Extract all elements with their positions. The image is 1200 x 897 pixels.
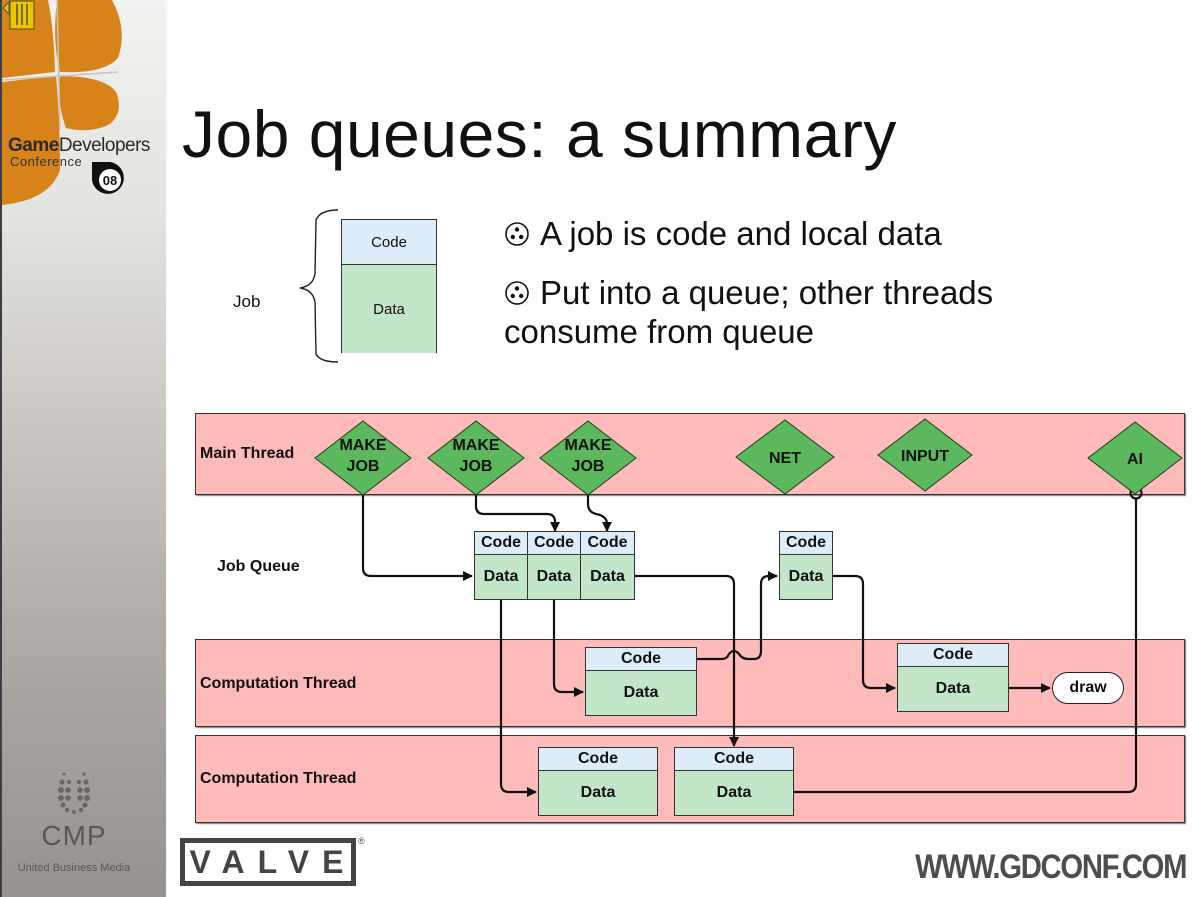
job-data-cell: Data [581, 555, 634, 599]
bullet-list: A job is code and local data Put into a … [504, 214, 1124, 371]
job-data-cell: Data [528, 555, 580, 599]
slide-flag-icon [3, 0, 35, 30]
job-legend-label: Job [233, 292, 261, 311]
bullet-item: A job is code and local data [504, 214, 1124, 253]
job-data-cell: Data [898, 667, 1008, 711]
computation-thread-label-1: Computation Thread [200, 675, 357, 692]
queue-job-1: Code Data [474, 531, 528, 600]
job-code-cell: Code [581, 532, 634, 555]
computation-thread-label-2: Computation Thread [200, 770, 357, 787]
job-data-cell: Data [675, 771, 793, 815]
connector-makejob2-queue [474, 494, 560, 532]
connector-makejob1-queue [361, 494, 473, 581]
main-thread-lane [195, 413, 1185, 495]
cmp-subtitle: United Business Media [17, 862, 131, 874]
trefoil-circle-icon [505, 281, 529, 305]
draw-node: draw [1052, 672, 1124, 704]
queue-job-3: Code Data [580, 531, 635, 600]
bullet-text: A job is code and local data [540, 215, 942, 252]
gdc-wordmark-strong: Game [8, 135, 59, 156]
job-code-cell: Code [528, 532, 580, 555]
gdc-wordmark-rest: Developers [58, 135, 151, 156]
sidebar: GameDevelopers Conference 08 CMP United … [0, 0, 168, 897]
cmp-wordmark: CMP [41, 820, 107, 851]
gdc-url: WWW.GDCONF.COM [914, 848, 1187, 886]
comp2-job-2: Code Data [674, 747, 794, 816]
gdc-wordmark: GameDevelopers [8, 135, 150, 157]
job-code-cell: Code [675, 748, 793, 771]
valve-registered-mark: ® [358, 836, 365, 846]
job-data-cell: Data [780, 555, 832, 599]
legend-code-cell: Code [342, 220, 436, 265]
job-code-cell: Code [539, 748, 657, 771]
job-code-cell: Code [898, 644, 1008, 667]
legend-data-cell: Data [342, 265, 436, 353]
queue-job-2: Code Data [527, 531, 581, 600]
comp2-job-1: Code Data [538, 747, 658, 816]
sidebar-edge [0, 0, 2, 897]
comp1-job-1: Code Data [585, 647, 697, 716]
bullet-item: Put into a queue; other threads consume … [504, 273, 1124, 351]
curly-brace-icon [299, 209, 339, 363]
trefoil-circle-icon [505, 222, 529, 246]
gdc-badge-text: 08 [103, 173, 117, 188]
connector-makejob3-queue [586, 494, 612, 532]
job-data-cell: Data [475, 555, 527, 599]
slide-title: Job queues: a summary [182, 97, 897, 172]
cmp-dots-logo [58, 772, 90, 814]
comp1-job-2: Code Data [897, 643, 1009, 712]
bullet-text: Put into a queue; other threads consume … [504, 274, 994, 350]
gdc-08-badge: 08 [92, 162, 124, 194]
job-data-cell: Data [539, 771, 657, 815]
valve-logo: VALVE [180, 838, 356, 886]
main-thread-label: Main Thread [200, 445, 295, 462]
job-data-cell: Data [586, 671, 696, 715]
job-code-cell: Code [475, 532, 527, 555]
sidebar-divider [166, 0, 168, 897]
queue-job-4: Code Data [779, 531, 833, 600]
gdc-subtitle: Conference [10, 154, 83, 169]
job-code-cell: Code [780, 532, 832, 555]
job-code-cell: Code [586, 648, 696, 671]
job-queue-label: Job Queue [217, 558, 300, 575]
job-legend-box: Code Data [341, 219, 437, 353]
